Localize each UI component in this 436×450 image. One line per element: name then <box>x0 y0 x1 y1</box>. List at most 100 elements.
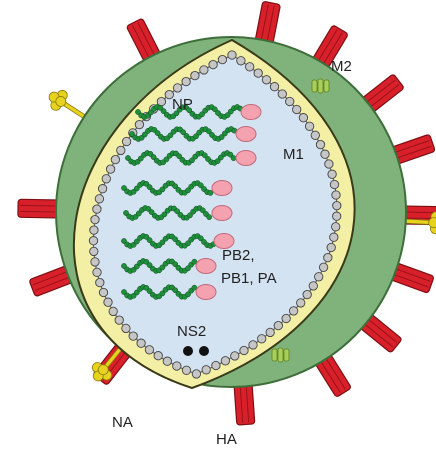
m1-bead <box>298 113 309 123</box>
m1-bead <box>199 65 209 75</box>
m1-bead <box>98 287 109 298</box>
m1-bead <box>105 164 116 174</box>
np-strand <box>125 150 237 166</box>
m1-bead <box>273 320 283 331</box>
m1-bead <box>114 315 124 325</box>
m1-bead <box>329 232 339 242</box>
m1-bead <box>144 345 155 355</box>
m1-bead <box>227 50 237 60</box>
m1-bead <box>94 194 105 204</box>
m1-bead <box>308 281 318 291</box>
m1-bead <box>92 204 102 214</box>
m1-bead <box>285 96 295 107</box>
m1-bead <box>97 184 108 194</box>
m1-bead <box>281 313 291 324</box>
m1-bead <box>318 262 329 272</box>
polymerase-complex-icon <box>235 150 257 166</box>
label-pb1-pa: PB1, PA <box>221 270 277 287</box>
ns2-dot <box>183 346 193 356</box>
m1-bead <box>288 306 299 316</box>
ribonucleoprotein-strands <box>121 104 244 300</box>
polymerase-complexes <box>195 104 262 300</box>
m1-bead <box>296 298 306 308</box>
m1-bead <box>190 70 200 81</box>
m1-bead <box>172 83 183 93</box>
m1-bead <box>239 345 249 356</box>
m1-bead <box>134 119 145 130</box>
hemagglutinin-spike-icon <box>233 375 256 426</box>
m1-bead <box>324 159 334 169</box>
m1-bead <box>323 252 333 263</box>
m1-bead <box>269 82 280 92</box>
m1-bead <box>116 145 126 156</box>
polymerase-complex-icon <box>211 205 233 221</box>
m1-bead <box>314 272 324 282</box>
np-strand <box>123 205 213 221</box>
m1-bead <box>110 154 121 165</box>
np-strand <box>121 258 198 274</box>
m1-bead <box>181 76 191 87</box>
polymerase-complex-icon <box>211 180 233 196</box>
m1-bead <box>128 331 138 341</box>
m1-bead <box>332 211 342 221</box>
m1-bead <box>211 360 221 371</box>
polymerase-complex-icon <box>195 258 217 274</box>
m1-bead <box>162 356 172 366</box>
m1-bead <box>136 338 146 348</box>
m1-bead <box>108 306 118 317</box>
np-strand <box>129 126 238 142</box>
ns2-dot <box>199 346 209 356</box>
np-strand <box>135 104 244 120</box>
m2-ion-channel-icon <box>271 347 290 363</box>
label-pb2: PB2, <box>222 247 255 264</box>
m1-bead <box>88 236 99 246</box>
m1-bead <box>164 89 174 100</box>
label-np: NP <box>172 96 193 113</box>
polymerase-complex-icon <box>240 104 262 120</box>
polymerase-complex-icon <box>213 233 235 249</box>
polymerase-complex-icon <box>235 126 257 142</box>
m1-bead <box>172 361 182 371</box>
m1-bead <box>89 246 99 257</box>
m1-bead <box>304 121 315 131</box>
m1-bead <box>327 169 337 179</box>
m1-bead <box>277 89 287 99</box>
label-na: NA <box>112 414 133 431</box>
m1-bead <box>220 356 231 366</box>
m1-bead <box>310 130 320 140</box>
m1-bead <box>315 139 326 150</box>
m1-bead <box>236 56 246 66</box>
m1-bead <box>329 179 340 190</box>
m1-bead <box>201 365 211 375</box>
m1-matrix-protein-layer <box>88 50 342 379</box>
label-m2: M2 <box>331 58 352 75</box>
m1-bead <box>121 136 132 147</box>
m1-bead <box>326 242 336 253</box>
m1-bead <box>101 174 111 184</box>
polymerase-complex-icon <box>195 284 217 300</box>
m1-bead <box>253 68 263 78</box>
m1-bead <box>217 54 228 65</box>
m1-bead <box>92 267 102 277</box>
m1-bead <box>89 225 99 235</box>
m1-bead <box>331 190 341 200</box>
m1-bead <box>181 365 192 375</box>
label-ns2: NS2 <box>177 323 206 340</box>
m1-bead <box>265 327 275 338</box>
m1-bead <box>191 369 202 379</box>
m1-bead <box>320 149 330 159</box>
m1-bead <box>332 200 342 211</box>
m1-bead <box>90 257 100 267</box>
np-strand <box>121 180 214 196</box>
m2-ion-channel-icon <box>311 78 330 94</box>
m1-bead <box>90 214 100 225</box>
m1-bead <box>245 62 255 72</box>
m1-bead <box>153 351 163 361</box>
m1-bead <box>95 277 105 288</box>
m1-bead <box>331 222 341 232</box>
neuraminidase-spike-icon <box>399 211 436 235</box>
m1-bead <box>121 323 131 334</box>
label-ha: HA <box>216 431 237 448</box>
m1-bead <box>208 59 218 70</box>
